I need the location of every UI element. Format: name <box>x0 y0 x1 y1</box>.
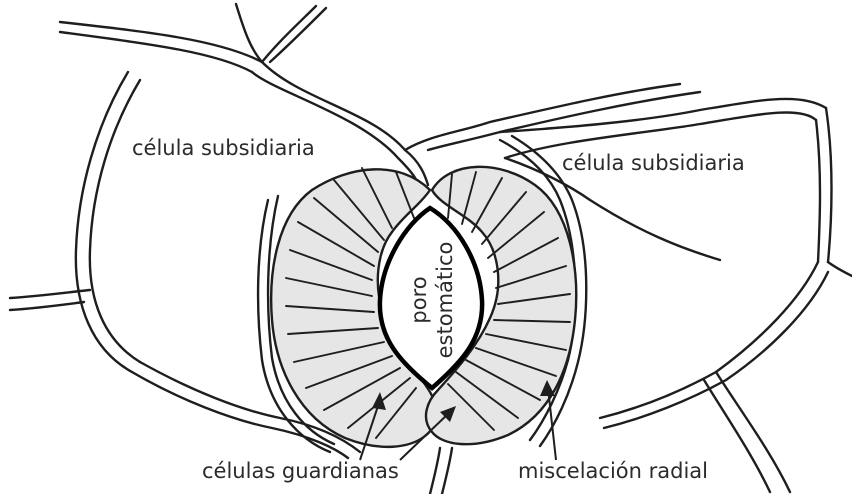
cell-wall <box>90 80 140 362</box>
cell-wall <box>500 99 826 132</box>
cell-wall <box>76 72 132 372</box>
label-pore-line2: estomático <box>433 242 457 359</box>
cell-wall <box>604 272 828 428</box>
label-guard-cells: células guardianas <box>202 459 399 483</box>
cell-wall <box>60 32 252 72</box>
label-subsidiary-right: célula subsidiaria <box>562 151 745 175</box>
cell-wall <box>262 6 316 62</box>
cell-wall <box>10 302 84 310</box>
cell-wall <box>430 448 440 494</box>
cell-wall <box>270 8 326 62</box>
label-subsidiary-left: célula subsidiaria <box>132 136 315 160</box>
label-radial-micellation: miscelación radial <box>518 459 708 483</box>
cell-wall <box>428 92 700 150</box>
cell-wall <box>60 22 262 62</box>
cell-wall <box>600 262 818 418</box>
label-pore-line1: poro <box>407 276 431 323</box>
cell-wall <box>442 448 452 494</box>
cell-wall <box>816 120 820 262</box>
cell-wall <box>716 372 790 492</box>
cell-wall <box>826 108 832 262</box>
cell-wall <box>405 84 680 150</box>
cell-wall <box>704 380 770 492</box>
cell-wall <box>828 262 852 276</box>
